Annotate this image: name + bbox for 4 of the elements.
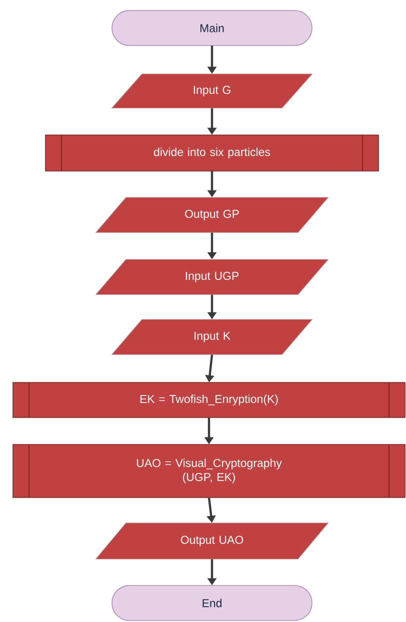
subroutine-box: divide into six particles	[45, 134, 379, 172]
subroutine-box: EK = Twofish_Enryption(K)	[12, 382, 406, 418]
subroutine-box: UAO = Visual_Cryptography (UGP, EK)	[12, 444, 406, 498]
terminal-oval: End	[112, 585, 312, 621]
